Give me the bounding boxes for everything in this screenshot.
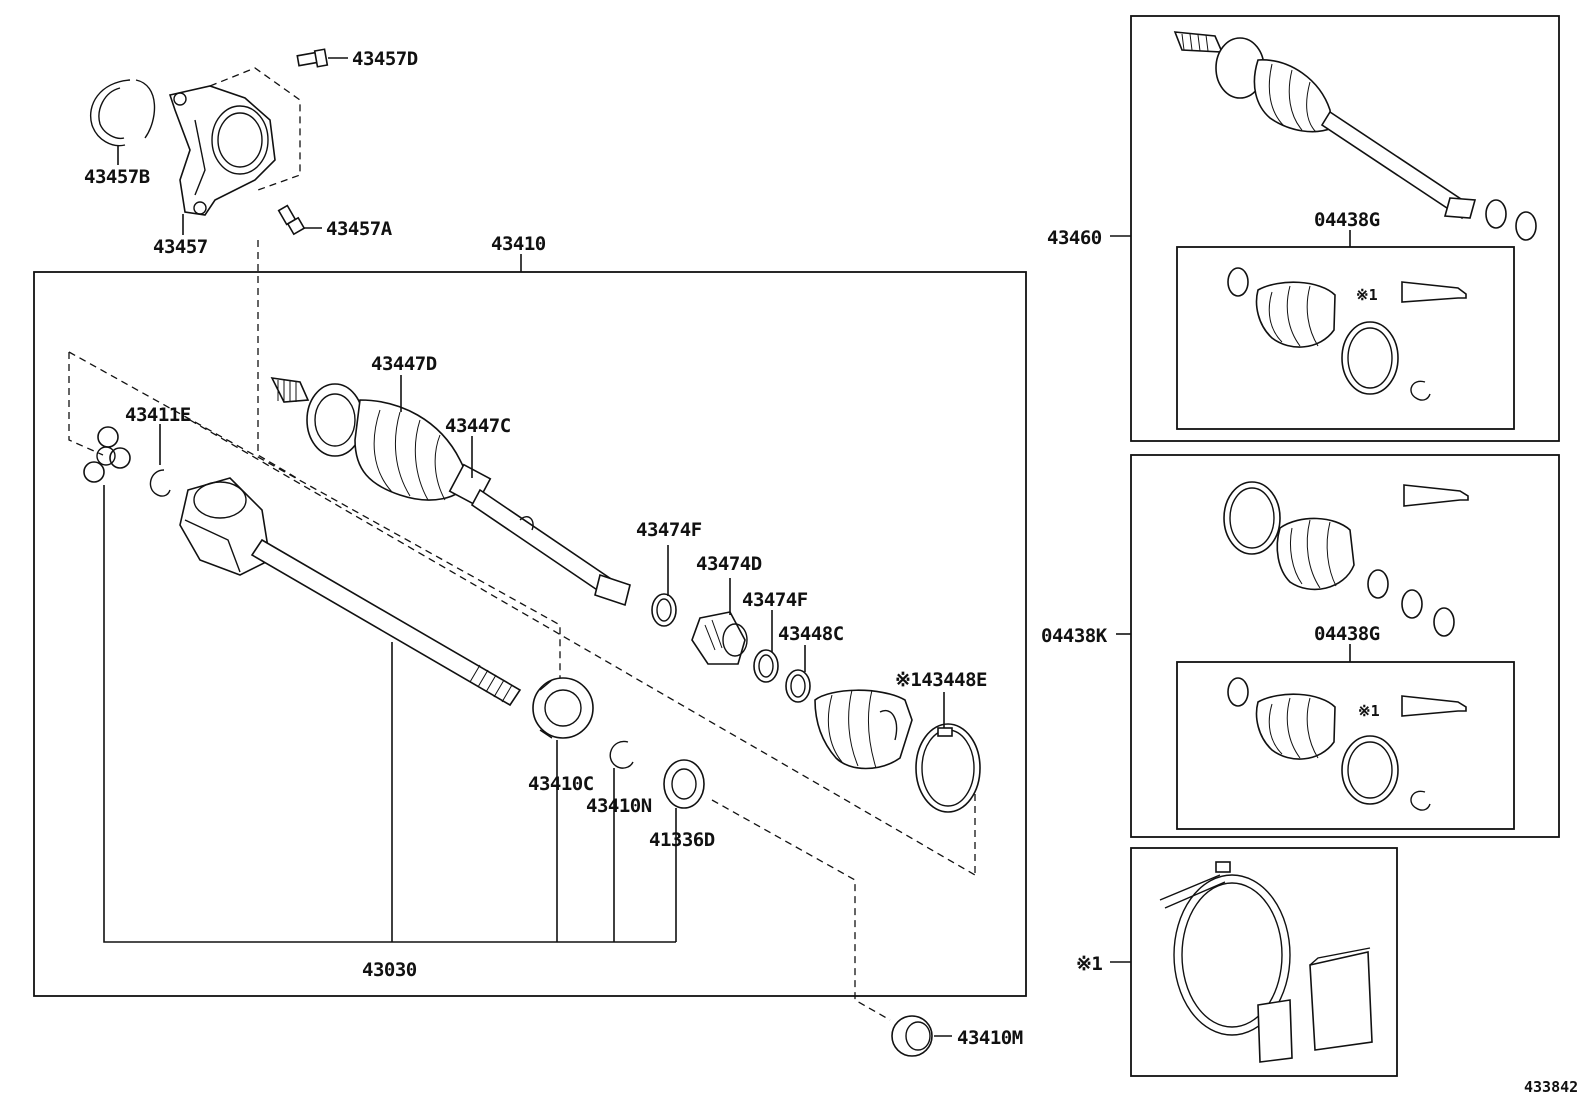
- label-43448c: 43448C: [778, 623, 844, 645]
- label-04438g-a: 04438G: [1314, 209, 1380, 231]
- label-43448e: ※143448E: [895, 669, 987, 691]
- clamp-43448c: [785, 669, 811, 703]
- bolt-43457d: [296, 48, 329, 68]
- bearing-bracket-43457: [168, 85, 276, 216]
- label-43411e: 43411E: [125, 404, 191, 426]
- label-43474f-b: 43474F: [742, 589, 808, 611]
- clamp-43448e: [915, 723, 981, 813]
- label-04438k: 04438K: [1041, 625, 1108, 647]
- label-ref1-b: ※1: [1358, 702, 1380, 720]
- label-43447d: 43447D: [371, 353, 437, 375]
- tripod-joint-43411e: [83, 426, 131, 483]
- damper-43474d: [691, 611, 748, 665]
- label-43457d: 43457D: [352, 48, 418, 70]
- oil-seal-41336d: [663, 759, 705, 809]
- clamp-43474f-b: [753, 649, 779, 683]
- label-43457: 43457: [153, 236, 208, 258]
- label-43447c: 43447C: [445, 415, 511, 437]
- boot-inboard: [814, 689, 913, 770]
- label-43410m: 43410M: [957, 1027, 1023, 1049]
- label-ref1-a: ※1: [1356, 286, 1378, 304]
- kit-box-04438g-a: [1176, 246, 1515, 430]
- panel-43460: [1130, 15, 1560, 442]
- label-43474f-a: 43474F: [636, 519, 702, 541]
- snap-ring-43457b: [90, 79, 156, 147]
- drive-shaft-43460: [1173, 31, 1537, 241]
- bolt-43457a: [277, 204, 306, 236]
- guide-dashed-long: [189, 419, 976, 876]
- circlip-43411e: [149, 469, 171, 497]
- outboard-cv-joint-43447d: [270, 376, 631, 607]
- snap-ring-43410n: [609, 740, 634, 769]
- bracket-dashed-box: [209, 67, 301, 191]
- kit-box-04438g-b: [1176, 661, 1515, 830]
- label-43460: 43460: [1047, 227, 1102, 249]
- label-04438g-b: 04438G: [1314, 623, 1380, 645]
- main-assembly-frame: [33, 271, 1027, 997]
- label-43410: 43410: [491, 233, 546, 255]
- boot-kit-04438k: [1223, 481, 1469, 637]
- label-41336d: 41336D: [649, 829, 715, 851]
- boot-kit-04438g-a: [1227, 267, 1467, 401]
- guide-dashed-left: [68, 352, 104, 456]
- bearing-43410c: [532, 677, 594, 739]
- guide-dashed-bracket: [257, 240, 301, 481]
- label-43030: 43030: [362, 959, 417, 981]
- label-43474d: 43474D: [696, 553, 762, 575]
- label-43457a: 43457A: [326, 218, 393, 240]
- clamp-43474f-a: [651, 593, 677, 627]
- boot-kit-04438g-b: [1227, 677, 1467, 811]
- guide-dashed-43410m: [711, 799, 891, 1021]
- diagram-id: 433842: [1524, 1078, 1578, 1096]
- group-bracket-43030: [103, 485, 676, 943]
- grease-pack-large: [1309, 947, 1373, 1051]
- inboard-joint-housing-43030: [179, 477, 522, 707]
- grease-pack-small: [1257, 999, 1293, 1063]
- seal-43410m: [891, 1015, 933, 1057]
- label-ref1-kit: ※1: [1076, 953, 1102, 975]
- panel-04438k: [1130, 454, 1560, 838]
- label-43410n: 43410N: [586, 795, 652, 817]
- clamp-band-kit: [1159, 861, 1291, 1036]
- label-43410c: 43410C: [528, 773, 594, 795]
- label-43457b: 43457B: [84, 166, 150, 188]
